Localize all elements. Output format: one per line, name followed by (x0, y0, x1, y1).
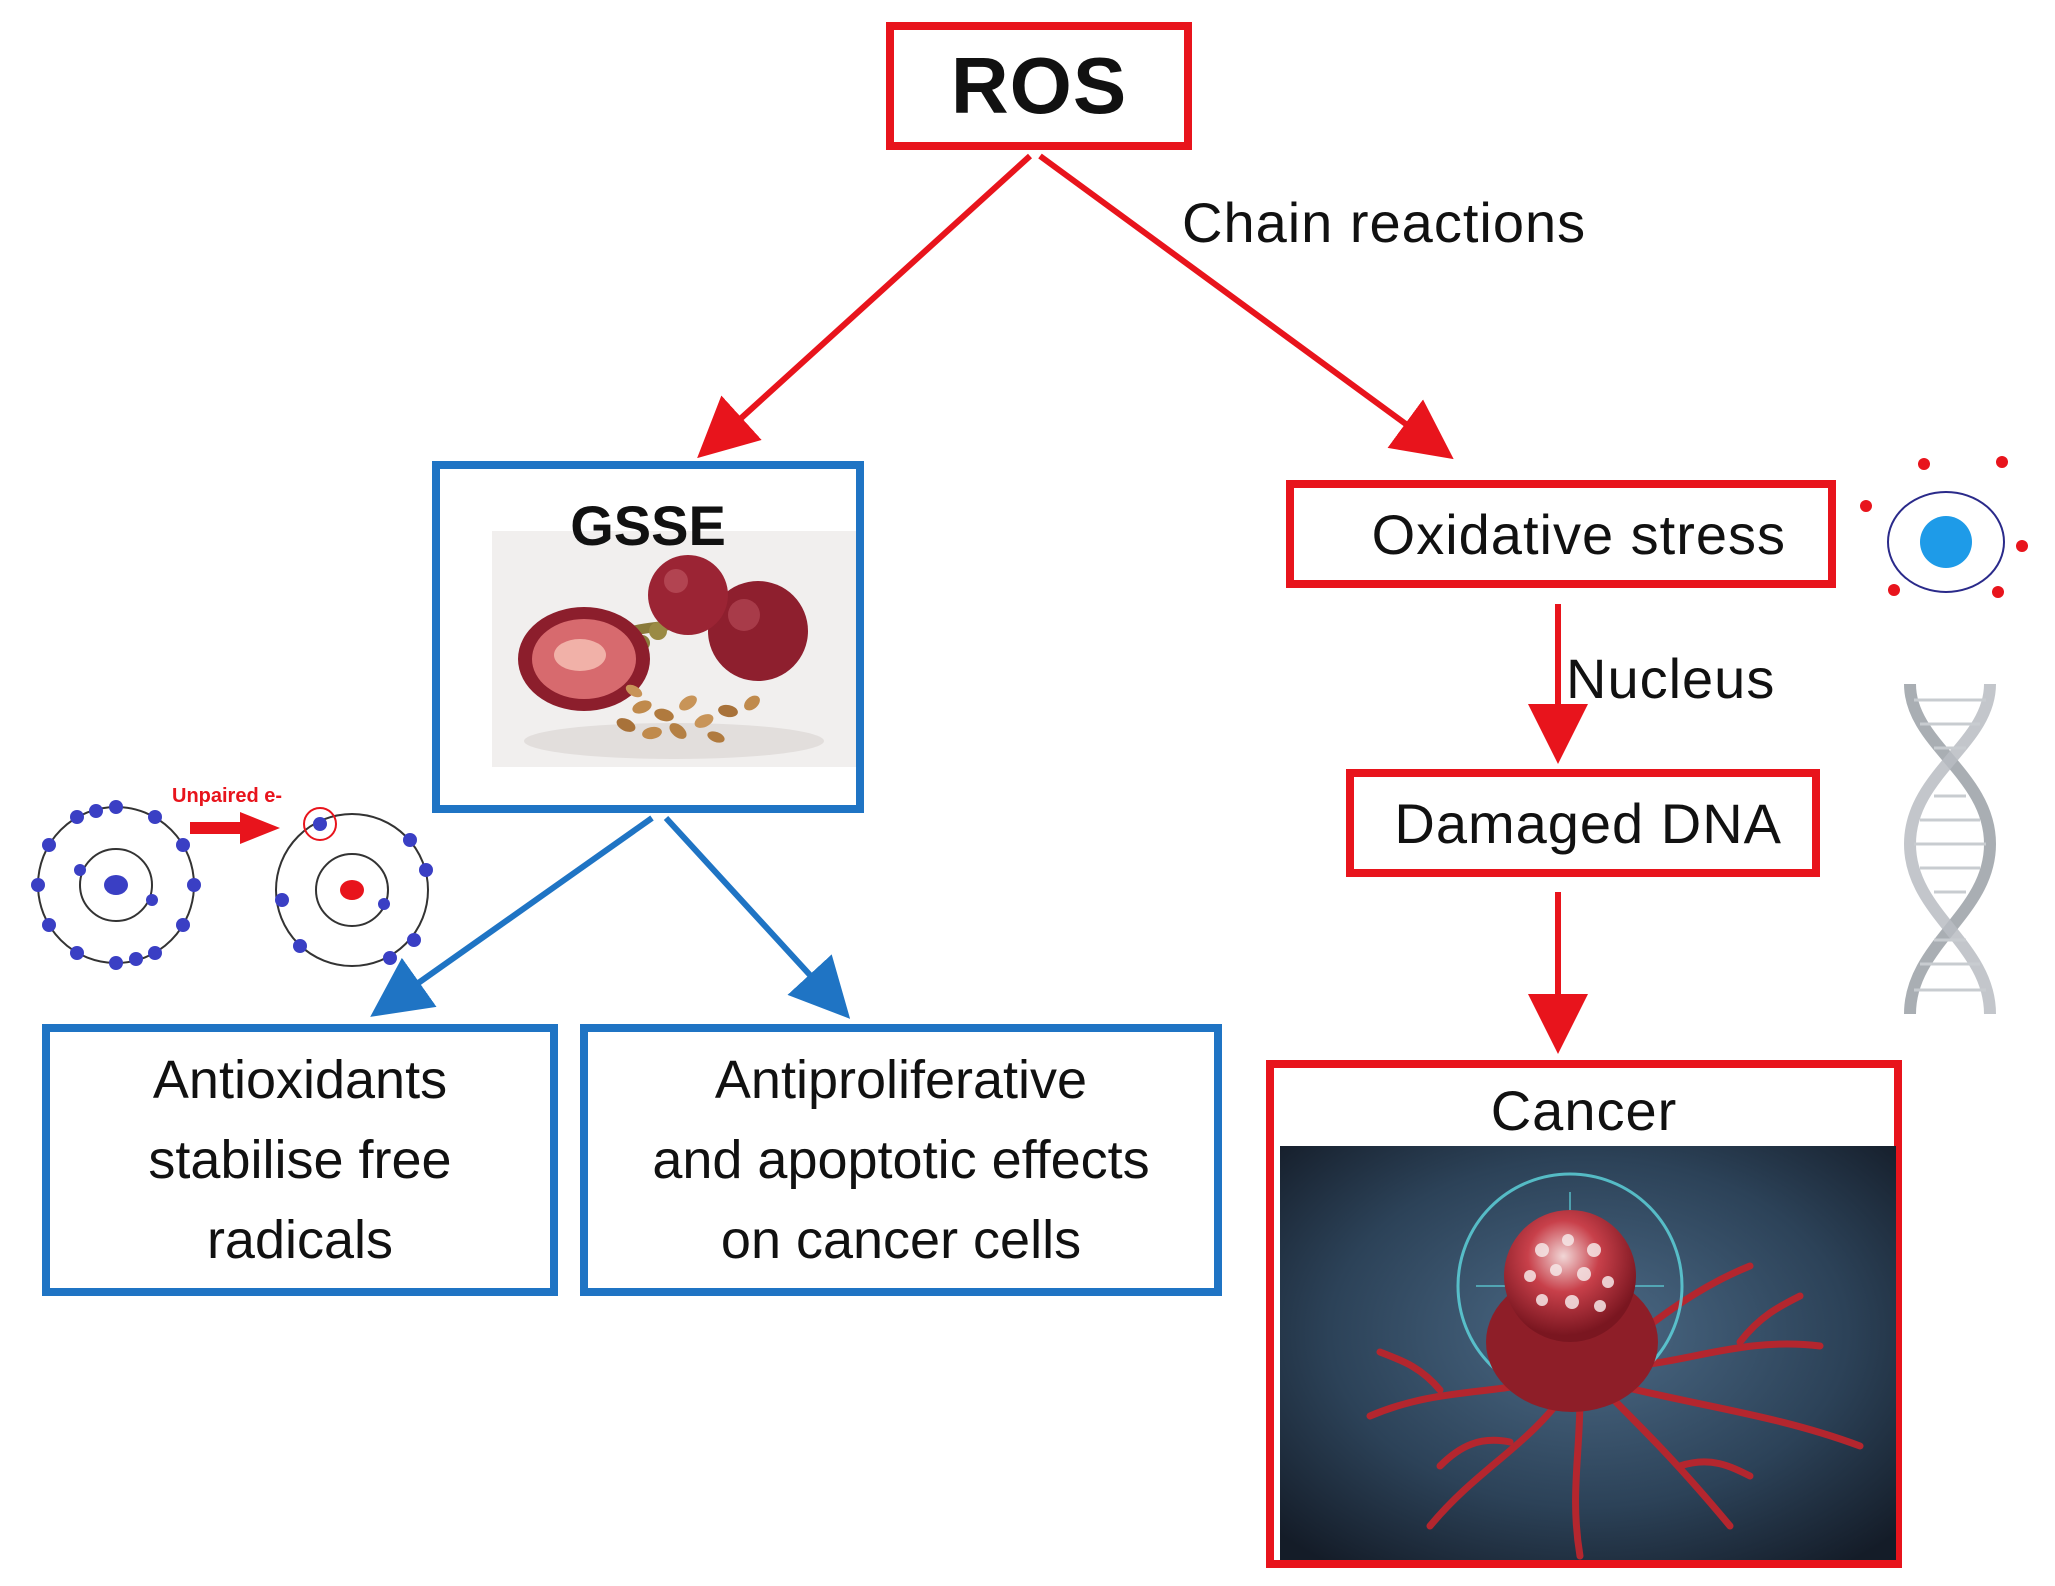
damaged-dna-label: Damaged DNA (1394, 791, 1782, 855)
chain-reactions-label: Chain reactions (1182, 191, 1587, 254)
tumor-icon (1280, 1146, 1896, 1560)
arrow-ros-to-gsse (697, 153, 1033, 459)
antiproliferative-node: Antiproliferative and apoptotic effects … (580, 1024, 1222, 1296)
arrow-ros-to-oxidative-stress (1038, 153, 1454, 460)
cancer-title: Cancer (1490, 1079, 1678, 1142)
cancer-node: Cancer (1266, 1060, 1902, 1568)
arrow-gsse-to-antiproliferative (663, 815, 851, 1019)
gsse-title: GSSE (570, 494, 726, 557)
ros-title: ROS (950, 41, 1128, 130)
gsse-node: GSSE (432, 461, 864, 813)
grapes-icon (492, 531, 856, 767)
oxidative-stress-node: Oxidative stress (1286, 480, 1836, 588)
antioxidants-node: Antioxidants stabilise free radicals (42, 1024, 558, 1296)
oxidative-stress-label: Oxidative stress (1371, 502, 1786, 566)
damaged-dna-node: Damaged DNA (1346, 769, 1820, 877)
nucleus-label: Nucleus (1566, 647, 1776, 710)
ros-node: ROS (886, 22, 1192, 150)
antiproliferative-label: Antiproliferative and apoptotic effects … (652, 1050, 1150, 1270)
antioxidants-label: Antioxidants stabilise free radicals (148, 1050, 452, 1270)
arrow-gsse-to-antioxidants (370, 815, 654, 1017)
unpaired-electron-label: Unpaired e- (172, 785, 283, 807)
